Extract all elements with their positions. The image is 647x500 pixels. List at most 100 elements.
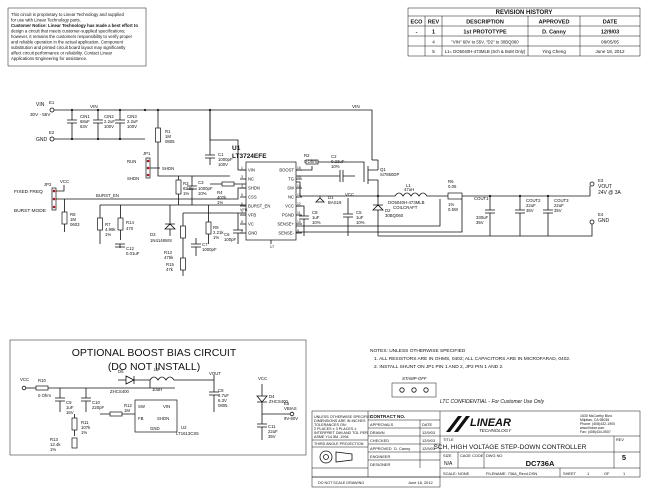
c1-value: 1000pF [218, 157, 233, 162]
label-vin-bus-2: VIN [352, 104, 360, 109]
confidential-label: LTC CONFIDENTIAL - For Customer Use Only [440, 399, 544, 405]
c12-ref: C12 [126, 246, 134, 251]
drawn-label: DRAWN [370, 430, 385, 435]
cout1-ref: COUT1 [474, 196, 489, 201]
u2-pin-shdn: SHDN [157, 416, 169, 421]
cout2-rating: 35V [526, 208, 534, 213]
c5-value: 1uF [356, 215, 364, 220]
tol-line-5: INTERPRET DIM AND TOL PER [314, 431, 368, 435]
do-not-scale-label: DO NOT SCALE DRAWING [318, 481, 364, 485]
c3-ref: C3 [198, 180, 204, 185]
label-vcc-c5: VCC [345, 192, 354, 197]
r6-value: 0.05 [448, 184, 457, 189]
r14-ref: R14 [126, 220, 134, 225]
u1-pin-right-label: BOOST [279, 168, 294, 173]
c8-value: 1uF [312, 215, 320, 220]
cin3-ref: CIN3 [127, 114, 137, 119]
cout3-value: 22uF [554, 203, 564, 208]
label-fixed-freq: FIXED FREQ [14, 189, 43, 195]
tol-line-4: 2 PLACES ± 3 PLACES ± [314, 427, 356, 431]
c2-ref: C2 [331, 154, 337, 159]
r3-value: 82.5k [183, 186, 194, 191]
rev-row-1-rev: 1 [432, 30, 435, 36]
tol-line-1: UNLESS OTHERWISE SPECIFIED [314, 415, 373, 419]
label-e1: E1 [49, 100, 55, 105]
approved-date: 12/9/03 [422, 446, 435, 451]
dwg-number: DC736A [526, 459, 555, 468]
size-label: SIZE [443, 453, 452, 458]
approved-name: D. Canny [394, 446, 410, 451]
third-angle-projection-icon [319, 450, 353, 464]
u1-pin-left-number: 5 [241, 193, 243, 197]
cout3-ref: COUT3 [554, 198, 569, 203]
r7-value: 4.99k [105, 227, 116, 232]
u1-pin-right-number: 9 [297, 229, 299, 233]
rev-row-1-date: 12/9/03 [601, 30, 619, 36]
rev-row-3-approved: Ying Cheng [542, 49, 566, 54]
cout1-rating: 35V [476, 220, 484, 225]
stamp-off-label: STAMP-OFF [402, 376, 427, 381]
c2-tolerance: 10% [331, 164, 340, 169]
jp2-ref: JP2 [44, 182, 52, 187]
c3-value: 1000pF [198, 186, 213, 191]
u1-pin-left-number: 8 [241, 220, 243, 224]
approved-label: APPROVED [370, 446, 392, 451]
rev-value: 5 [622, 453, 626, 462]
u2-pin-sw: SW [138, 404, 146, 409]
u1-pin-right-label: SENSE+ [277, 222, 294, 227]
u1-pin-right-number: 15 [297, 175, 301, 179]
d2-ref: D2 [385, 208, 391, 213]
bottom-date: June 18, 2012 [408, 480, 433, 485]
rev-row-2-rev: 4 [432, 40, 435, 45]
u1-pin-left-label: VIN [248, 168, 255, 173]
disclaimer-line-9: Applications Engineering for assistance. [11, 56, 87, 61]
revision-history-table: REVISION HISTORY ECO REV DESCRIPTION APP… [407, 7, 641, 57]
q1-ref: Q1 [380, 167, 386, 172]
disclaimer-line-3: Customer Notice: Linear Technology has m… [11, 23, 138, 28]
address-3: Phone: (408)432-1900 [580, 422, 615, 426]
rev-row-3-rev: 5 [432, 49, 435, 54]
drawing-title: SCH, HIGH VOLTAGE STEP-DOWN CONTROLLER [434, 444, 587, 451]
r11-tolerance: 1% [81, 430, 87, 435]
boost-label-vcc: VCC [20, 377, 29, 382]
u1-pin-right-number: 10 [297, 220, 301, 224]
r15-value: 47k [166, 267, 174, 272]
r6-power: 0.5W [448, 207, 459, 212]
disclaimer-line-4: design a circuit that meets customer-sup… [11, 29, 125, 34]
title-block: UNLESS OTHERWISE SPECIFIED DIMENSIONS AR… [311, 410, 641, 488]
address-1: 1630 McCarthy Blvd. [580, 414, 613, 418]
note-2: 2. INSTALL SHUNT ON JP1 PIN 1 AND 2, JP2… [374, 364, 503, 370]
third-angle-label: THIRD ANGLE PROJECTION [314, 442, 364, 446]
u1-pin-left-number: 1 [241, 166, 243, 170]
u1-ic: U1 LT3724EFE VIN1NC3SHDN4CSS5BURST_EN6VF… [232, 145, 302, 249]
r6-tolerance: 1% [448, 202, 454, 207]
title-label: TITLE [443, 437, 454, 442]
boost-label-vout: VOUT [209, 371, 221, 376]
c12-value: 0.01uF [126, 251, 140, 256]
rev-label: REV [616, 437, 624, 442]
gnd-out-terminal: E4 [598, 212, 604, 217]
linear-logo: LINEAR TECHNOLOGY [446, 416, 512, 433]
u2-pin-fb: FB [138, 416, 144, 421]
c10-ref: C10 [92, 400, 100, 405]
disclaimer-line-2: for use with Linear Technology parts. [11, 18, 81, 23]
d1-ref: D1 [328, 195, 334, 200]
l1-value: 47uH [404, 187, 414, 192]
r8-value: 1M [70, 217, 76, 222]
d4-ref: D4 [269, 394, 275, 399]
c11-value: 22uF [268, 429, 278, 434]
c8-ref: C8 [312, 210, 318, 215]
designer-label: DESIGNER [370, 462, 391, 467]
r4-ref: R4 [217, 190, 223, 195]
label-vin-bus: VIN [90, 104, 98, 109]
u1-pin-left-number: 9 [241, 229, 243, 233]
u1-pin-left-number: 3 [241, 175, 243, 179]
u1-pin-right-label: PGND [282, 213, 294, 218]
r12-ref: R12 [124, 403, 132, 408]
u2-part: LT1613CS5 [176, 431, 199, 436]
r14-value: 470 [126, 226, 134, 231]
cin1-rating: 63V [80, 124, 88, 129]
sheet-label: SHEET [563, 471, 577, 476]
label-burst-en-net: BURST_EN [96, 193, 119, 198]
jp1-run: RUN [127, 159, 136, 164]
